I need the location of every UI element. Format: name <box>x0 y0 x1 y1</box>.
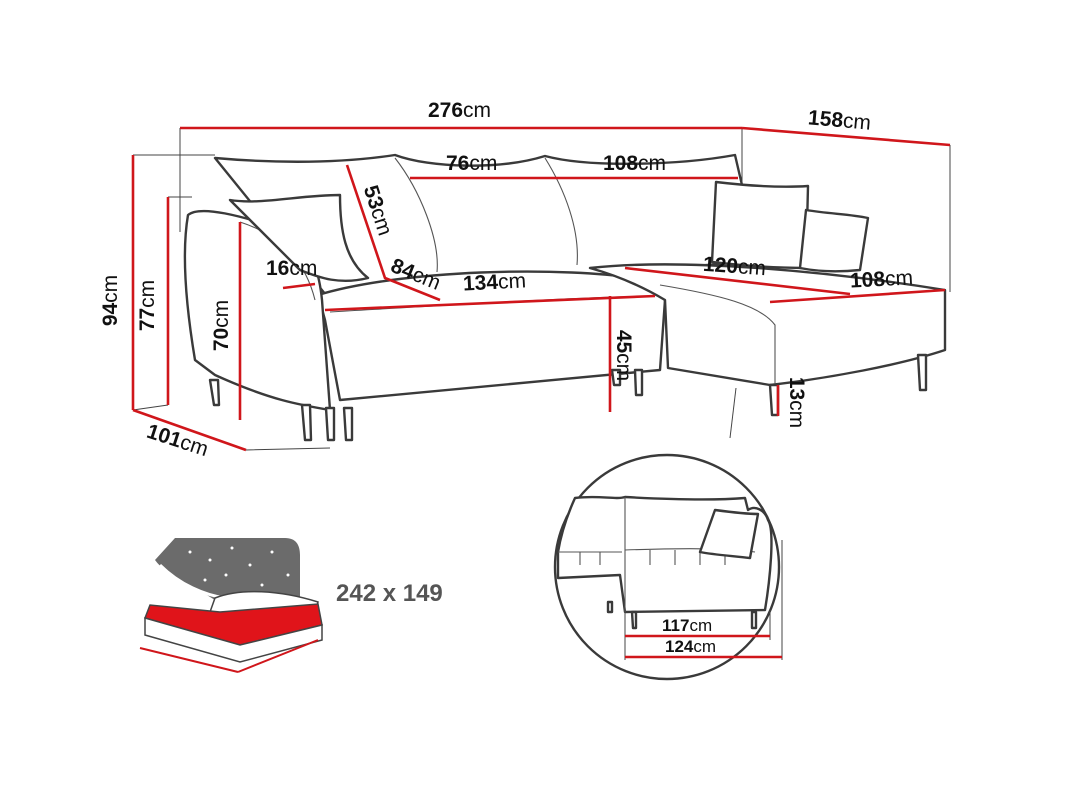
dim-leg-height: 13cm <box>785 376 809 429</box>
dim-chaise-seat-width: 108cm <box>849 266 914 293</box>
dim-unit: cm <box>469 152 498 175</box>
dim-value: 276 <box>428 99 464 122</box>
dim-detail-outer: 124cm <box>665 638 716 655</box>
dim-armrest-width: 16cm <box>266 258 317 279</box>
dim-cushion-76: 76cm <box>446 153 497 174</box>
dim-unit: cm <box>497 269 527 294</box>
dim-unit: cm <box>638 152 667 175</box>
dim-total-height: 94cm <box>99 274 123 327</box>
dim-total-width: 276cm <box>428 100 491 121</box>
dim-value: 45 <box>612 329 636 354</box>
dimension-lines <box>131 126 951 452</box>
dim-value: 124 <box>665 637 694 656</box>
dim-detail-inner: 117cm <box>662 617 712 634</box>
bed-sleeping-area-icon <box>139 538 323 673</box>
guide-lines <box>132 128 951 451</box>
dim-value: 77 <box>136 307 160 332</box>
dim-unit: cm <box>884 266 914 291</box>
dim-value: 70 <box>210 327 234 352</box>
dim-value: 120 <box>702 252 739 279</box>
dim-back-height: 77cm <box>136 279 160 332</box>
dim-unit: cm <box>99 274 123 303</box>
dim-unit: cm <box>136 279 160 308</box>
dim-seat-width: 134cm <box>462 269 527 296</box>
dim-value: 158 <box>807 106 845 133</box>
dim-unit: cm <box>737 255 767 281</box>
dim-seat-height: 45cm <box>612 329 636 382</box>
dim-armrest-height: 70cm <box>210 299 234 352</box>
dim-unit: cm <box>693 637 717 656</box>
dim-unit: cm <box>463 99 492 122</box>
dim-unit: cm <box>289 257 318 280</box>
dim-cushion-108: 108cm <box>603 153 666 174</box>
dim-unit: cm <box>842 109 872 135</box>
dim-value: 134 <box>462 270 499 296</box>
dim-value: 108 <box>603 152 639 175</box>
dim-chaise-depth: 158cm <box>807 106 872 135</box>
bed-size-label: 242 x 149 <box>336 580 443 607</box>
dim-unit: cm <box>612 353 636 382</box>
dim-value: 16 <box>266 257 290 280</box>
dim-chaise-seat-length: 120cm <box>702 252 767 281</box>
dim-unit: cm <box>785 400 809 429</box>
dim-value: 94 <box>99 302 123 327</box>
dim-value: 76 <box>446 152 470 175</box>
dim-unit: cm <box>210 299 234 328</box>
dim-value: 13 <box>785 376 809 401</box>
detail-zoom-circle <box>553 453 783 681</box>
dim-value: 117 <box>662 616 690 635</box>
sofa-outline <box>183 153 947 442</box>
dim-value: 108 <box>849 267 886 293</box>
dim-unit: cm <box>689 616 713 635</box>
